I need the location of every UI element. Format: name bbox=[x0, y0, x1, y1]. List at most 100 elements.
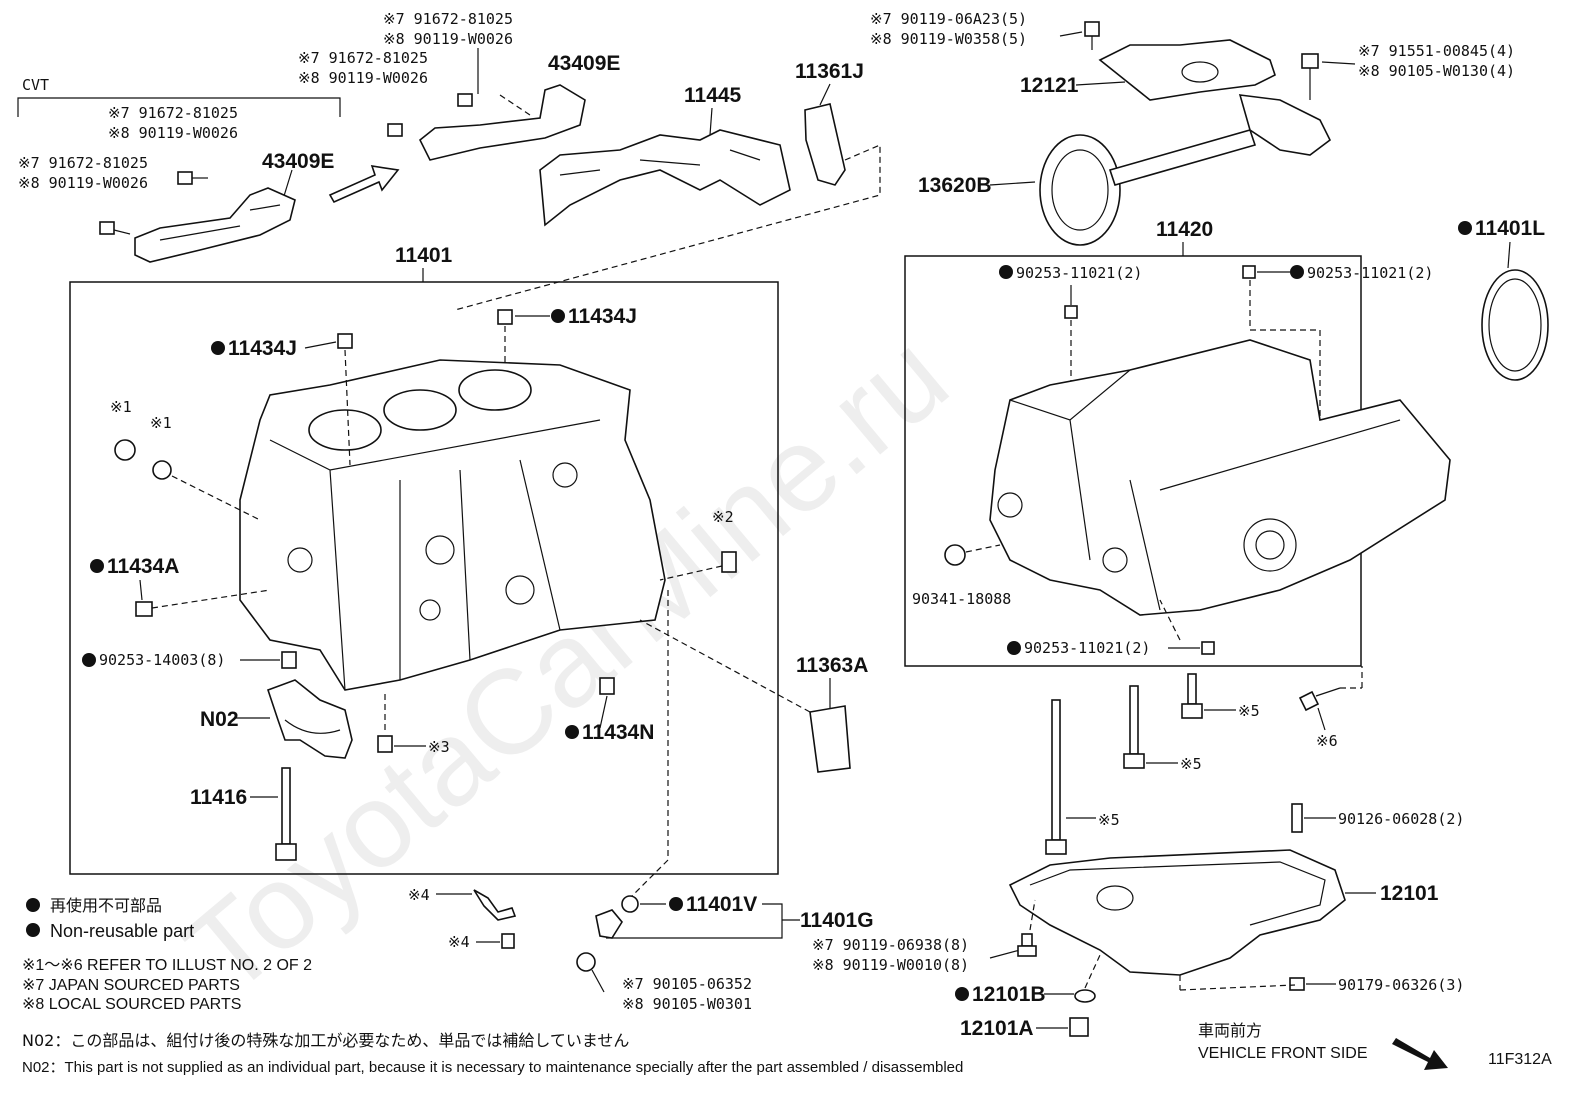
bolt-label: ※7 91551-00845(4) bbox=[1358, 42, 1515, 60]
vehicle-front-indicator: 車両前方 VEHICLE FRONT SIDE 11F312A bbox=[1198, 1021, 1552, 1070]
bracket-group-2: ※7 91672-81025 ※8 90119-W0026 ※7 91672-8… bbox=[298, 10, 620, 161]
bolt-label: ※7 90119-06938(8) bbox=[812, 936, 969, 954]
part-12101-label: 12101 bbox=[1380, 882, 1439, 905]
insulator-11445: 11445 bbox=[539, 84, 791, 227]
sensor-group: ※4 ※4 11401V 11401G ※7 90105-06352 ※8 90… bbox=[408, 886, 874, 1013]
front-arrow-icon bbox=[1392, 1038, 1448, 1070]
part-12101b-label: 12101B bbox=[972, 983, 1046, 1006]
part-11416-label: 11416 bbox=[190, 786, 247, 809]
dowel-icon bbox=[377, 735, 393, 753]
nonreusable-dot-icon bbox=[211, 341, 225, 355]
cylinder-block-group: 11401 11434J 11434J ※1 ※1 ※2 bbox=[69, 244, 779, 875]
drain-plug-icon bbox=[944, 544, 966, 566]
part-43409e-label: 43409E bbox=[548, 52, 620, 75]
nonreusable-dot-icon bbox=[1290, 265, 1304, 279]
seal-11361j: 11361J bbox=[454, 60, 881, 311]
part-11420-label: 11420 bbox=[1156, 218, 1213, 241]
bolt-icon bbox=[1187, 673, 1197, 705]
bolt-label: ※7 90119-06A23(5) bbox=[870, 10, 1027, 28]
part-11434j-label: 11434J bbox=[228, 337, 297, 360]
bolt-icon bbox=[99, 221, 115, 235]
dowel-icon bbox=[281, 651, 297, 669]
ref-label: ※6 bbox=[1316, 732, 1338, 750]
nonreusable-dot-icon bbox=[565, 725, 579, 739]
ref-label: ※2 bbox=[712, 508, 734, 526]
dowel-icon bbox=[1064, 305, 1078, 319]
legend: 再使用不可部品 Non-reusable part ※1～※6 REFER TO… bbox=[22, 896, 963, 1076]
ref-label: ※1 bbox=[150, 414, 172, 432]
dowel-icon bbox=[497, 309, 513, 325]
nonreusable-dot-icon bbox=[82, 653, 96, 667]
nonreusable-dot-icon bbox=[551, 309, 565, 323]
stud-icon bbox=[1291, 803, 1303, 833]
nonreusable-dot-icon bbox=[955, 987, 969, 1001]
bolt-label: ※8 90119-W0026 bbox=[298, 69, 428, 87]
part-13620b-label: 13620B bbox=[918, 174, 992, 197]
bolt-icon bbox=[1051, 699, 1061, 841]
dowel-icon bbox=[337, 333, 353, 349]
part-90253-11021-label: 90253-11021(2) bbox=[1016, 264, 1142, 282]
part-90179-label: 90179-06326(3) bbox=[1338, 976, 1464, 994]
part-12121-label: 12121 bbox=[1020, 74, 1079, 97]
bolt-label: ※8 90105-W0130(4) bbox=[1358, 62, 1515, 80]
legend-ref-note: ※1～※6 REFER TO ILLUST NO. 2 OF 2 bbox=[22, 957, 312, 974]
ref-label: ※4 bbox=[448, 933, 470, 951]
crankcase-group: 11420 90253-11021(2) 90253-11021(2) 9034… bbox=[904, 218, 1451, 667]
part-90253-11021-label: 90253-11021(2) bbox=[1024, 639, 1150, 657]
part-43409e-label: 43409E bbox=[262, 150, 334, 173]
dowel-icon bbox=[135, 601, 153, 617]
bolt-label: ※8 90119-W0358(5) bbox=[870, 30, 1027, 48]
bolt-icon bbox=[457, 93, 473, 107]
seal-11401l: 11401L bbox=[1458, 217, 1549, 381]
legend-nonreusable-en: Non-reusable part bbox=[50, 921, 194, 941]
legend-nonreusable-jp: 再使用不可部品 bbox=[50, 896, 162, 915]
part-12101a-label: 12101A bbox=[960, 1017, 1034, 1040]
part-11401v-label: 11401V bbox=[686, 893, 757, 916]
ref-label: ※5 bbox=[1098, 811, 1120, 829]
ref-label: ※5 bbox=[1180, 755, 1202, 773]
part-90253-14003-label: 90253-14003(8) bbox=[99, 651, 225, 669]
part-11401-label: 11401 bbox=[395, 244, 453, 267]
cvt-label: CVT bbox=[22, 76, 49, 94]
bolt-icon bbox=[1301, 53, 1319, 69]
bearing-cap-n02 bbox=[266, 679, 353, 759]
ref-label: ※1 bbox=[110, 398, 132, 416]
part-11361j-label: 11361J bbox=[795, 60, 864, 83]
block-frame bbox=[69, 281, 779, 875]
bolt-label: ※7 90105-06352 bbox=[622, 975, 752, 993]
gasket-icon bbox=[152, 460, 172, 480]
bolt-icon bbox=[387, 123, 403, 137]
bolt-label: ※7 91672-81025 bbox=[383, 10, 513, 28]
part-11445-label: 11445 bbox=[684, 84, 742, 107]
o-ring-icon bbox=[621, 895, 639, 913]
ref-label: ※3 bbox=[428, 738, 450, 756]
nonreusable-dot-icon bbox=[26, 923, 40, 937]
part-11363a-label: 11363A bbox=[796, 654, 868, 677]
legend-japan-note: ※7 JAPAN SOURCED PARTS bbox=[22, 977, 240, 994]
bolt-group: ※5 ※5 ※6 ※5 bbox=[1045, 666, 1363, 855]
part-11401g-label: 11401G bbox=[800, 909, 874, 932]
part-90341-label: 90341-18088 bbox=[912, 590, 1011, 608]
dowel-icon bbox=[721, 551, 737, 573]
gasket-icon bbox=[1074, 989, 1096, 1003]
nonreusable-dot-icon bbox=[26, 898, 40, 912]
part-90253-11021-label: 90253-11021(2) bbox=[1307, 264, 1433, 282]
dowel-icon bbox=[1242, 265, 1256, 279]
ref-label: ※5 bbox=[1238, 702, 1260, 720]
bolt-label: ※8 90119-W0010(8) bbox=[812, 956, 969, 974]
n02-note-en: N02：This part is not supplied as an indi… bbox=[22, 1059, 963, 1076]
plug-icon bbox=[114, 439, 136, 461]
diagram-id: 11F312A bbox=[1488, 1051, 1552, 1068]
bracket-43409e bbox=[134, 187, 296, 263]
nonreusable-dot-icon bbox=[90, 559, 104, 573]
bolt-label: ※8 90119-W0026 bbox=[18, 174, 148, 192]
balancer-group: ※7 90119-06A23(5) ※8 90119-W0358(5) ※7 9… bbox=[870, 10, 1515, 246]
part-11434n-label: 11434N bbox=[582, 721, 654, 744]
drain-plug-icon bbox=[1069, 1017, 1089, 1037]
bracket-43409e-2 bbox=[418, 84, 586, 161]
oil-pan-group: 90126-06028(2) 12101 ※7 90119-06938(8) ※… bbox=[812, 803, 1464, 1040]
part-11401l-label: 11401L bbox=[1475, 217, 1545, 240]
bolt-label: ※8 90105-W0301 bbox=[622, 995, 752, 1013]
dowel-icon bbox=[1201, 641, 1215, 655]
